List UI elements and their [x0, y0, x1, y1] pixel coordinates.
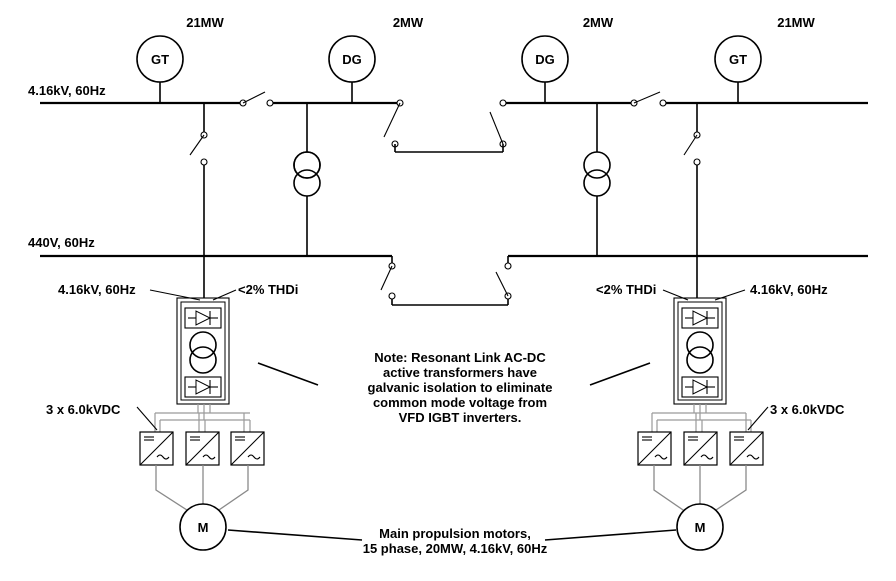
left-dc-label: 3 x 6.0kVDC [46, 402, 121, 417]
right-inverter-2 [683, 431, 718, 466]
right-input-leader [714, 289, 746, 301]
note-line-5: VFD IGBT inverters. [399, 410, 522, 425]
right-input-label: 4.16kV, 60Hz [750, 282, 828, 297]
gas-turbine-generator-right: GT [714, 35, 762, 103]
gt-left-symbol: GT [151, 52, 169, 67]
motors-caption: Main propulsion motors, 15 phase, 20MW, … [227, 526, 677, 556]
note-line-1: Note: Resonant Link AC-DC [374, 350, 546, 365]
left-propulsion-motor: M [179, 503, 227, 551]
right-drive-feeder-breaker [683, 103, 701, 298]
diesel-generator-right: DG [521, 35, 569, 103]
left-inverter-3 [230, 431, 265, 466]
right-dc-label: 3 x 6.0kVDC [770, 402, 845, 417]
left-inverter-2 [185, 431, 220, 466]
dg-left-symbol: DG [342, 52, 362, 67]
dg-right-rating: 2MW [583, 15, 614, 30]
aux-transformer-left [293, 103, 321, 256]
right-motor-symbol: M [695, 520, 706, 535]
left-dc-links [154, 404, 251, 432]
right-thd-leader [662, 289, 689, 301]
lv-cross-tie [380, 144, 512, 306]
note-line-2: active transformers have [383, 365, 537, 380]
lv-bus-label: 440V, 60Hz [28, 235, 95, 250]
left-motor-symbol: M [198, 520, 209, 535]
mv-bus-tie-breaker-right [630, 91, 667, 107]
left-inverter-1 [139, 431, 174, 466]
dg-left-rating: 2MW [393, 15, 424, 30]
mv-bus-label: 4.16kV, 60Hz [28, 83, 106, 98]
gt-left-rating: 21MW [186, 15, 224, 30]
dg-right-symbol: DG [535, 52, 555, 67]
left-input-label: 4.16kV, 60Hz [58, 282, 136, 297]
right-propulsion-motor: M [676, 503, 724, 551]
left-thd-label: <2% THDi [238, 282, 298, 297]
mv-bus-tie-breaker-left [239, 91, 274, 107]
left-active-transformer [176, 297, 230, 405]
left-input-leader [149, 289, 201, 301]
right-inverter-1 [637, 431, 672, 466]
right-dc-links [651, 404, 752, 432]
left-motor-feeds [155, 465, 249, 513]
right-active-transformer [673, 297, 727, 405]
note-line-4: common mode voltage from [373, 395, 547, 410]
gas-turbine-generator-left: GT [136, 35, 184, 103]
left-thd-leader [212, 289, 237, 301]
note-callout: Note: Resonant Link AC-DC active transfo… [257, 350, 651, 425]
gt-right-symbol: GT [729, 52, 747, 67]
right-dc-leader [747, 406, 769, 431]
right-motor-feeds [653, 465, 747, 513]
motors-caption-line-2: 15 phase, 20MW, 4.16kV, 60Hz [363, 541, 548, 556]
aux-transformer-right [583, 103, 611, 256]
right-inverter-3 [729, 431, 764, 466]
mv-cross-tie [383, 99, 507, 153]
left-dc-leader [136, 406, 158, 431]
diesel-generator-left: DG [328, 35, 376, 103]
right-thd-label: <2% THDi [596, 282, 656, 297]
left-drive-feeder-breaker [189, 103, 208, 298]
motors-caption-line-1: Main propulsion motors, [379, 526, 531, 541]
note-line-3: galvanic isolation to eliminate [368, 380, 553, 395]
gt-right-rating: 21MW [777, 15, 815, 30]
